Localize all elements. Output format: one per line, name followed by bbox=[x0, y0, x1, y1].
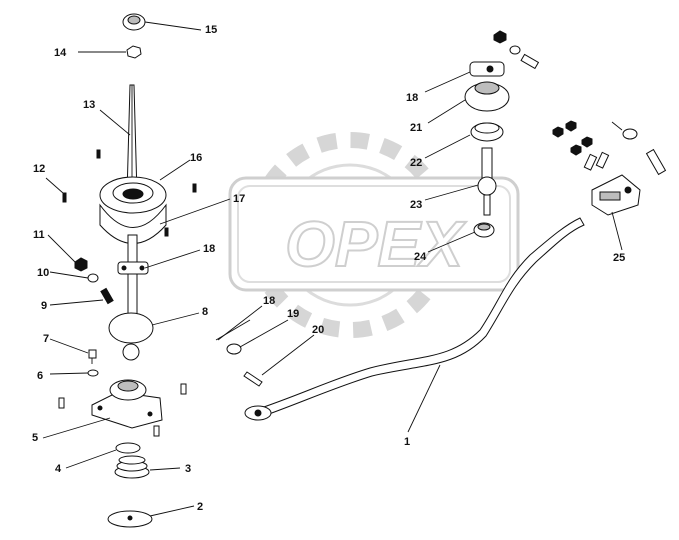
part-2-disc bbox=[107, 510, 153, 528]
callout-23: 22 bbox=[410, 157, 422, 169]
callout-18-left: 18 bbox=[203, 243, 215, 255]
shaft-lower bbox=[127, 234, 138, 316]
part-19-pin bbox=[215, 319, 251, 341]
callout-8: 8 bbox=[202, 306, 208, 318]
watermark-text: OPEX bbox=[285, 208, 466, 280]
callout-22: 21 bbox=[410, 122, 422, 134]
callout-labels: 15 14 13 12 16 17 18 11 10 9 8 7 6 5 4 3… bbox=[32, 24, 625, 513]
callout-5: 5 bbox=[32, 432, 38, 444]
part-18-clamp-left bbox=[117, 261, 149, 275]
part-10-washer bbox=[87, 273, 99, 283]
part-22-knob bbox=[464, 81, 510, 112]
part-16-boot bbox=[99, 176, 167, 244]
callout-2: 2 bbox=[197, 501, 203, 513]
part-8-ball bbox=[108, 312, 154, 361]
base-bolts bbox=[58, 383, 187, 437]
callout-21: 20 bbox=[312, 324, 324, 336]
callout-9: 9 bbox=[41, 300, 47, 312]
callout-25: 24 bbox=[414, 251, 427, 263]
callout-19: 18 bbox=[263, 295, 275, 307]
part-3-spring bbox=[114, 455, 150, 479]
part-7-screw bbox=[88, 349, 97, 364]
callout-3: 3 bbox=[185, 463, 191, 475]
callout-1: 1 bbox=[404, 436, 410, 448]
callout-26: 25 bbox=[613, 252, 625, 264]
callout-18-right: 18 bbox=[406, 92, 418, 104]
part-1-shift-rod bbox=[244, 217, 585, 421]
callout-20: 19 bbox=[287, 308, 299, 320]
small-pins bbox=[62, 149, 197, 237]
callout-16: 16 bbox=[190, 152, 202, 164]
part-24-shaft bbox=[477, 147, 497, 216]
right-nut-washer-bolt bbox=[493, 30, 540, 70]
leader-lines bbox=[42, 21, 623, 517]
callout-17: 17 bbox=[233, 193, 245, 205]
part-15-cap bbox=[122, 13, 146, 31]
callout-4: 4 bbox=[55, 463, 62, 475]
part-11-nut bbox=[74, 257, 88, 272]
part-18-clamp-right bbox=[469, 61, 505, 77]
part-5-base-housing bbox=[91, 379, 163, 429]
callout-6: 6 bbox=[37, 370, 43, 382]
callout-10: 10 bbox=[37, 267, 49, 279]
part-25-cup bbox=[473, 222, 495, 238]
callout-12: 12 bbox=[33, 163, 45, 175]
callout-15: 15 bbox=[205, 24, 217, 36]
part-21-bolt bbox=[243, 371, 263, 387]
opex-watermark: OPEX bbox=[228, 132, 520, 338]
part-20-washer bbox=[226, 343, 242, 355]
part-4-ring bbox=[115, 442, 141, 454]
callout-11: 11 bbox=[33, 229, 45, 241]
part-23-bushing bbox=[470, 122, 504, 142]
part-9-bolt bbox=[100, 287, 114, 305]
part-26-clevis bbox=[591, 174, 641, 216]
callout-7: 7 bbox=[43, 333, 49, 345]
callout-13: 13 bbox=[83, 99, 95, 111]
callout-24: 23 bbox=[410, 199, 422, 211]
right-small-hardware bbox=[552, 120, 667, 176]
callout-14: 14 bbox=[54, 47, 67, 59]
part-14-nut bbox=[126, 45, 142, 59]
part-6-washer bbox=[87, 369, 99, 377]
